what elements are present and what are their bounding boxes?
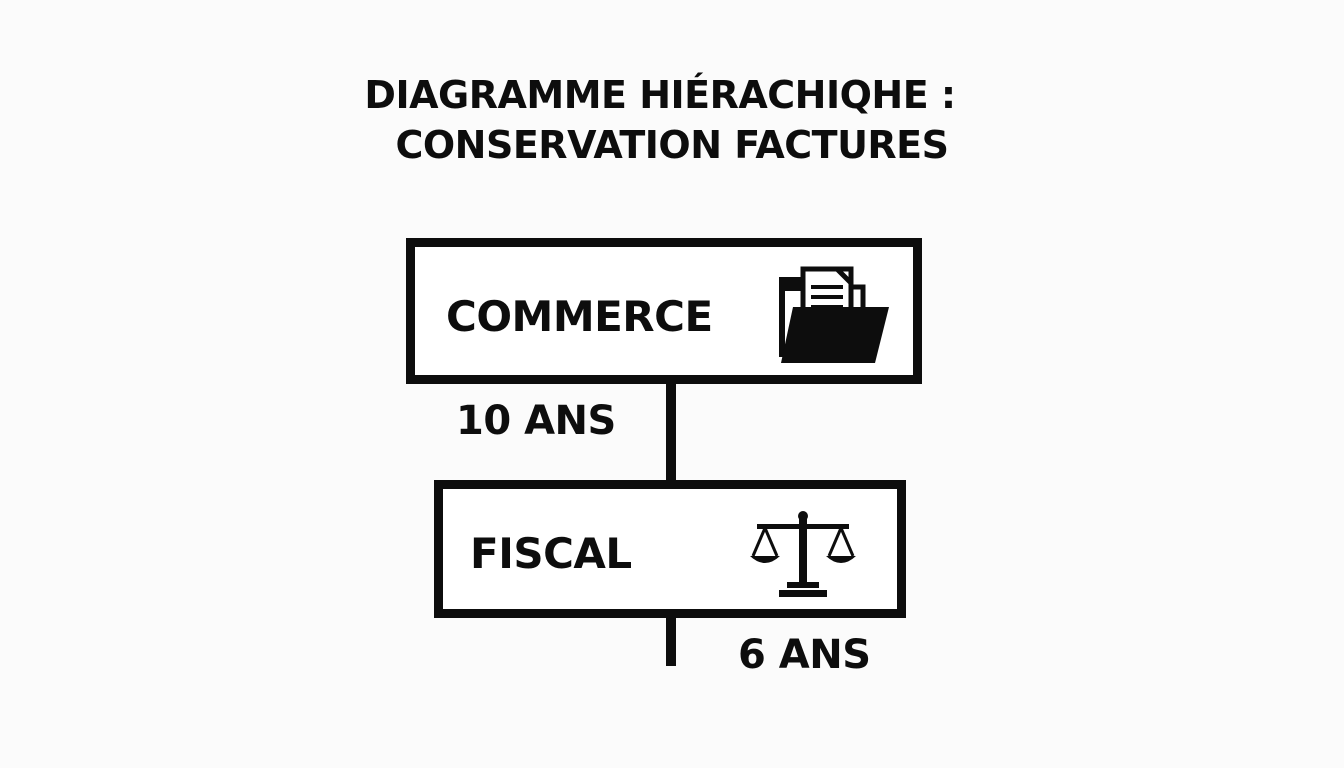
fiscal-duration-label: 6 ANS (738, 632, 871, 678)
folder-icon (779, 266, 889, 363)
fiscal-label: FISCAL (470, 529, 632, 578)
commerce-label: COMMERCE (446, 292, 713, 341)
commerce-duration-label: 10 ANS (456, 398, 616, 444)
commerce-node: COMMERCE (406, 238, 922, 384)
title-line-1: DIAGRAMME HIÉRACHIQHE : (364, 73, 956, 117)
diagram-title: DIAGRAMME HIÉRACHIQHE : CONSERVATION FAC… (300, 70, 1020, 170)
connector-commerce-fiscal (666, 380, 676, 484)
fiscal-node: FISCAL (434, 480, 906, 618)
connector-fiscal-bottom (666, 614, 676, 666)
scales-icon (750, 511, 856, 597)
title-line-2: CONSERVATION FACTURES (395, 123, 949, 167)
